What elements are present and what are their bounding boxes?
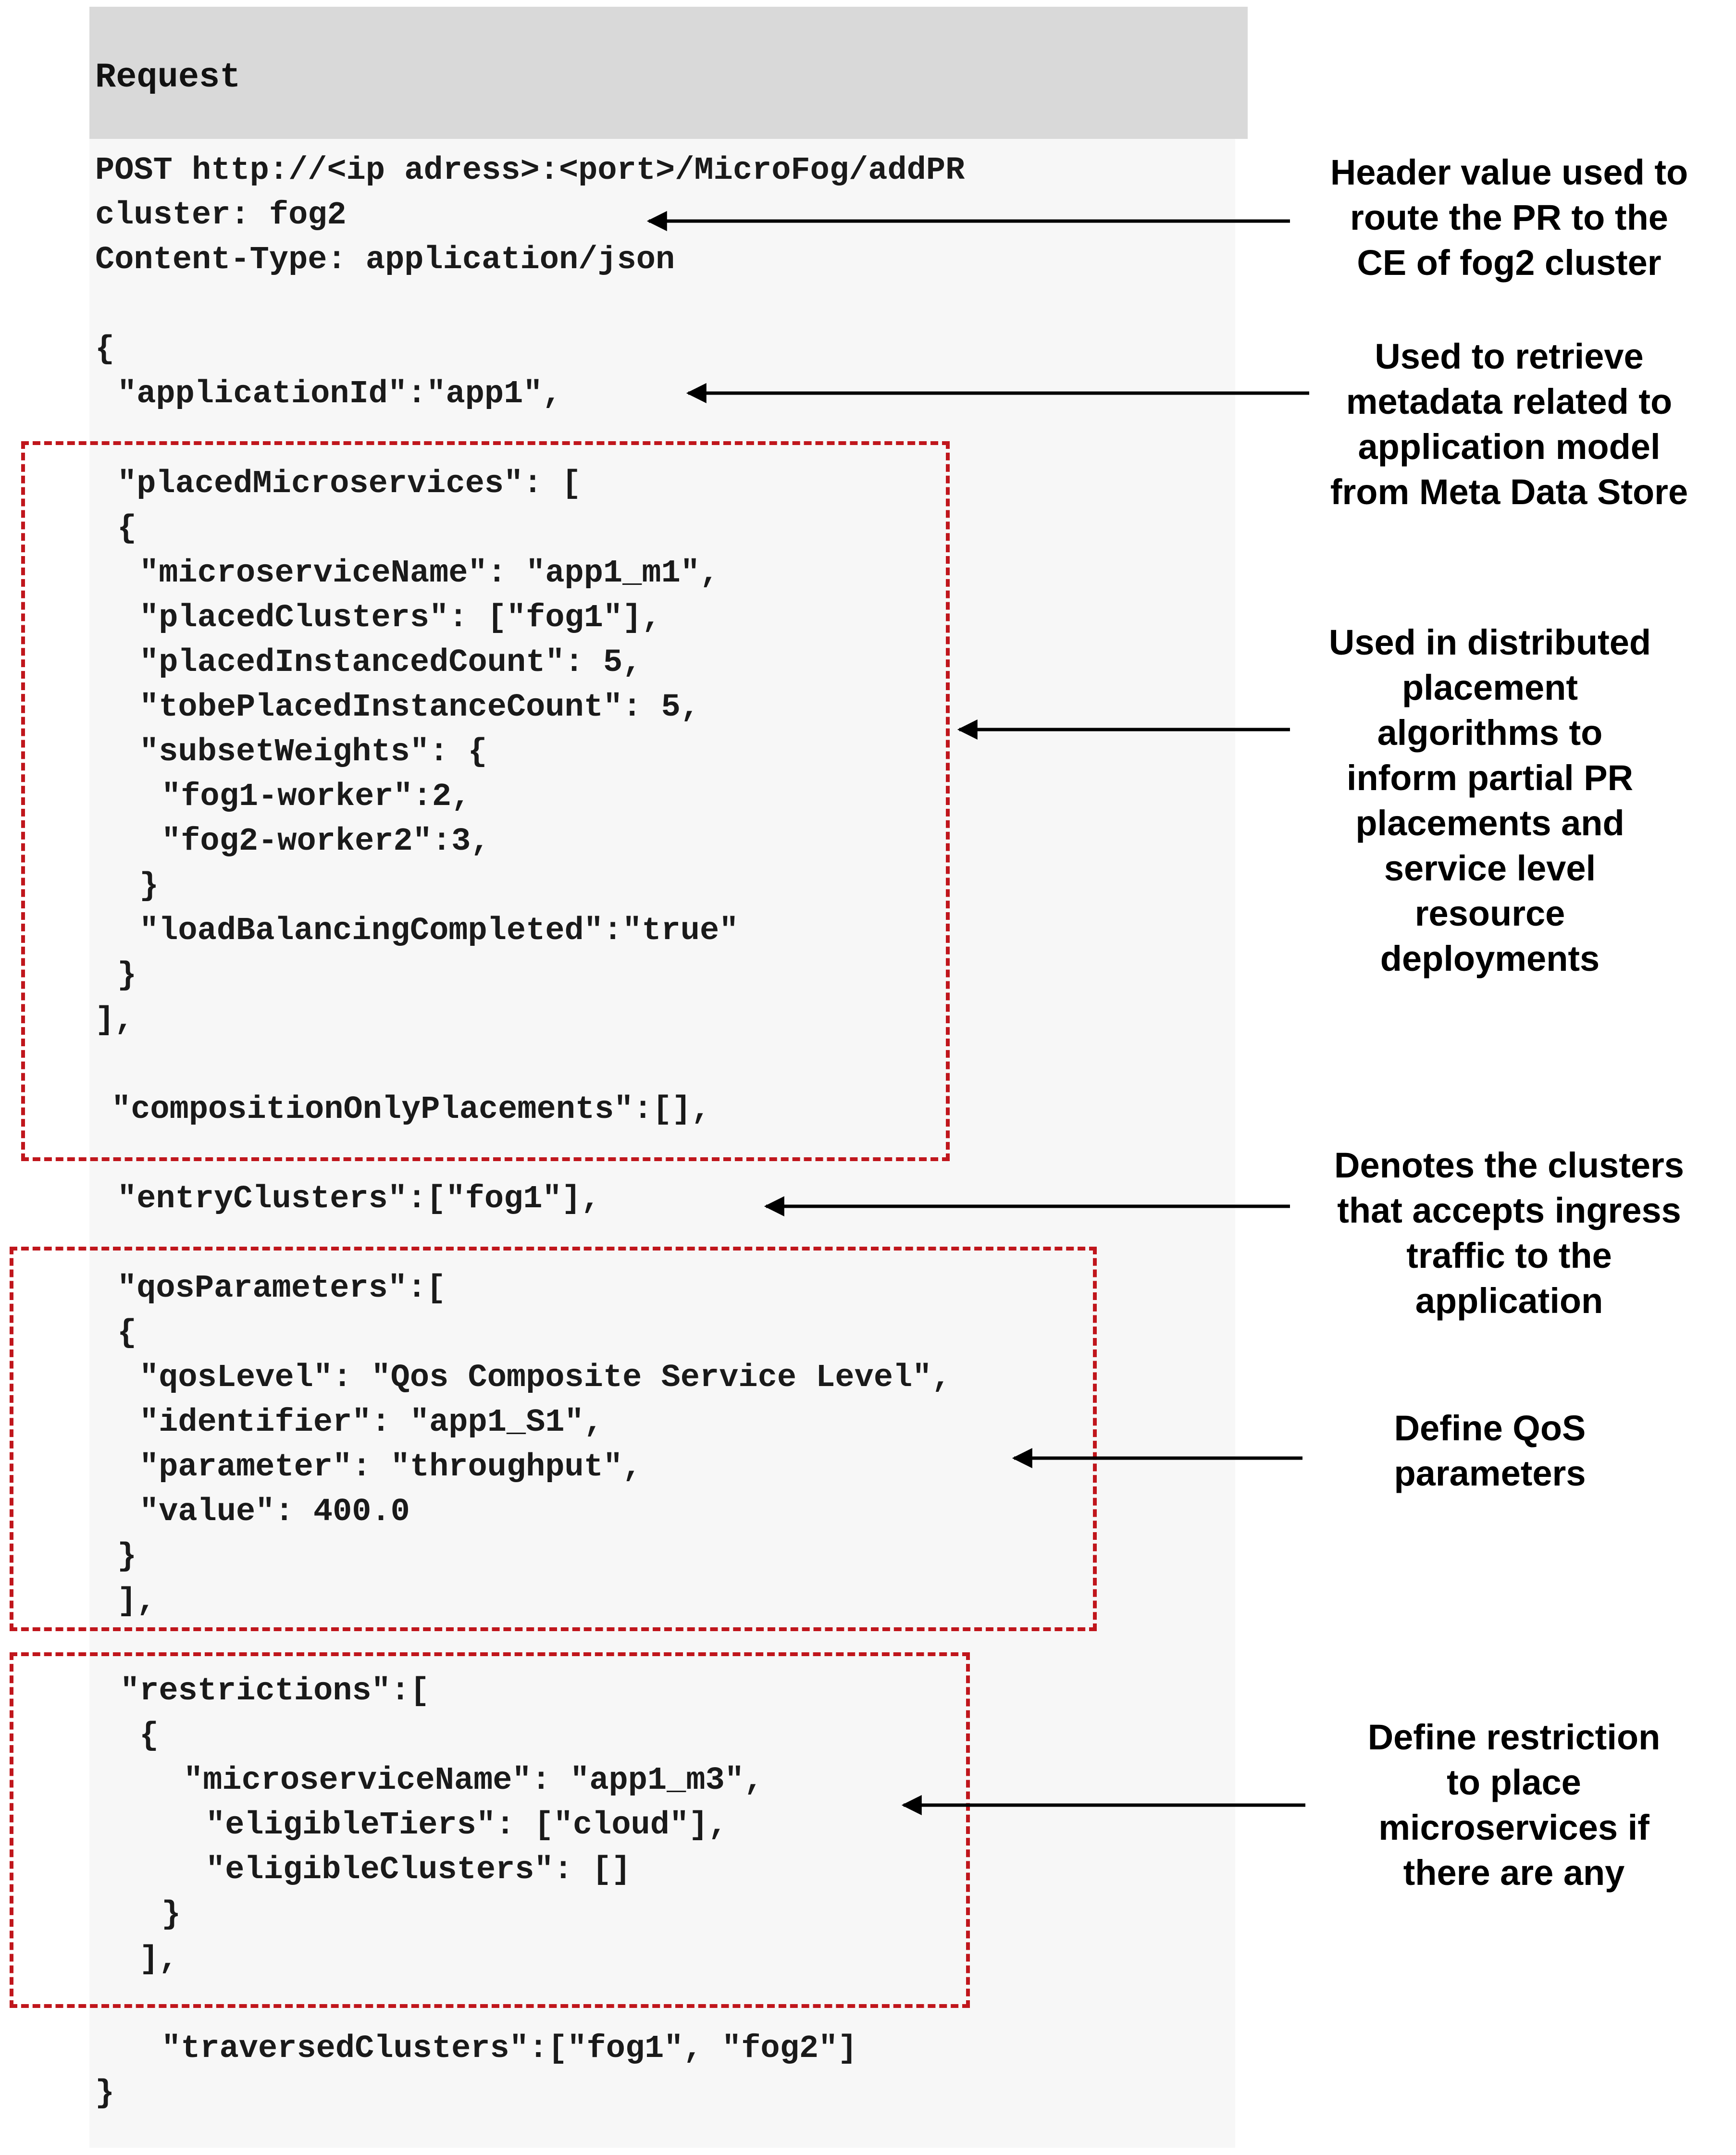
code-line: "identifier": "app1_S1", [139, 1404, 603, 1441]
code-line: "fog2-worker2":3, [161, 823, 490, 860]
restrictions-box [10, 1652, 970, 2008]
code-line: POST http://<ip adress>:<port>/MicroFog/… [95, 152, 965, 189]
code-line: } [139, 868, 159, 904]
code-line: "compositionOnlyPlacements":[], [112, 1091, 711, 1128]
note-restrictions: Define restriction to place microservice… [1367, 1717, 1661, 1893]
code-line: "fog1-worker":2, [161, 779, 471, 815]
code-line: "value": 400.0 [139, 1494, 410, 1530]
code-line: "applicationId":"app1", [117, 376, 562, 412]
code-line: "traversedClusters":["fog1", "fog2"] [161, 2031, 857, 2067]
code-line: "parameter": "throughput", [139, 1449, 642, 1486]
code-line: "tobePlacedInstanceCount": 5, [139, 689, 700, 726]
code-line: "placedInstancedCount": 5, [139, 644, 642, 681]
code-line: { [117, 1315, 137, 1351]
code-line: ], [117, 1583, 156, 1620]
code-line: "entryClusters":["fog1"], [117, 1181, 601, 1217]
request-body-panel [89, 139, 1235, 2148]
request-title: Request [95, 58, 241, 97]
code-line: Content-Type: application/json [95, 242, 675, 278]
placed-microservices-box [21, 441, 950, 1161]
code-line: cluster: fog2 [95, 197, 347, 234]
code-line: "loadBalancingCompleted":"true" [139, 913, 739, 949]
code-line: "placedClusters": ["fog1"], [139, 600, 661, 636]
code-line: ], [95, 1002, 134, 1039]
note-placed-microservices: Used in distributed placement algorithms… [1328, 622, 1651, 978]
code-line: "restrictions":[ [120, 1673, 430, 1709]
note-cluster-header: Header value used to route the PR to the… [1330, 152, 1688, 283]
code-line: "placedMicroservices": [ [117, 466, 581, 502]
code-line: { [117, 510, 137, 547]
qos-parameters-box [10, 1247, 1097, 1631]
code-line: "microserviceName": "app1_m1", [139, 555, 719, 592]
code-line: { [139, 1718, 159, 1754]
note-application-id: Used to retrieve metadata related to app… [1330, 336, 1688, 512]
code-line: "qosLevel": "Qos Composite Service Level… [139, 1360, 951, 1396]
code-line: "eligibleTiers": ["cloud"], [206, 1807, 728, 1844]
code-line: } [117, 957, 137, 994]
code-line: } [95, 2075, 115, 2112]
note-qos-parameters: Define QoS parameters [1394, 1408, 1586, 1493]
code-line: "eligibleClusters": [] [206, 1852, 631, 1888]
request-header-bar [89, 7, 1248, 139]
code-line: "microserviceName": "app1_m3", [184, 1762, 764, 1799]
code-line: } [161, 1896, 181, 1933]
code-line: } [117, 1538, 137, 1575]
code-line: ], [139, 1941, 178, 1978]
code-line: "qosParameters":[ [117, 1270, 446, 1307]
note-entry-clusters: Denotes the clusters that accepts ingres… [1334, 1145, 1684, 1321]
code-line: "subsetWeights": { [139, 734, 487, 770]
code-line: { [95, 331, 115, 368]
